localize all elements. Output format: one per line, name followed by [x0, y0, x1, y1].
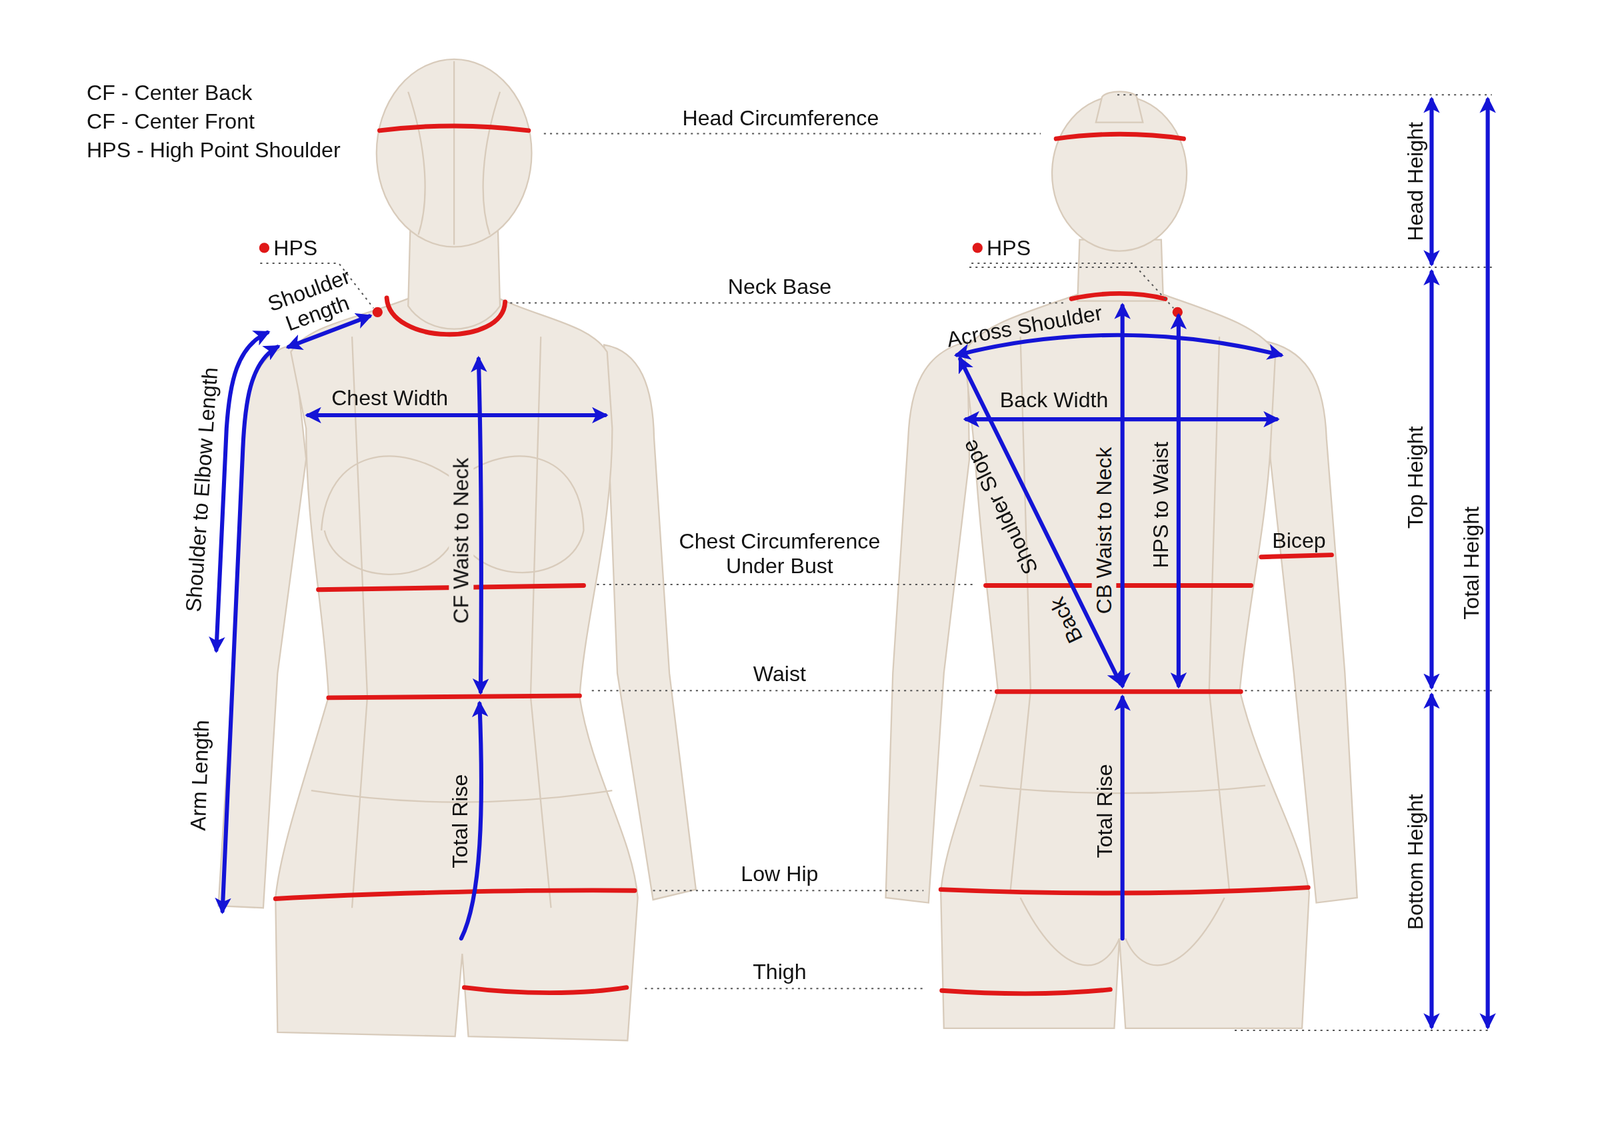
shoulder-slope-arrow [960, 359, 1120, 684]
neck-base-line [386, 298, 506, 335]
measurement-name: Back Width [1000, 388, 1109, 413]
leader [544, 133, 1041, 135]
front-torso [275, 298, 638, 1041]
thigh-line [464, 988, 626, 994]
hps-leader [971, 263, 1174, 308]
measurement-name: Thigh [752, 960, 806, 985]
measurement-name: Total Rise [1092, 764, 1118, 858]
back-rise-arrow [1120, 698, 1125, 939]
low-hip-line [275, 890, 635, 900]
measurement-name: CF Waist to Neck [448, 454, 474, 627]
back-torso [940, 294, 1310, 1029]
measurement-arrows [216, 100, 1488, 1027]
cb-waist-neck-arrow [1120, 306, 1125, 686]
bottom-height-arrow [1429, 696, 1434, 1027]
measurement-name: Top Height [1402, 426, 1428, 529]
head-height-arrow [1429, 100, 1434, 264]
measurement-name: Chest Circumference Under Bust [664, 529, 894, 579]
measurement-name: Total Rise [448, 774, 473, 869]
leader-lines [260, 94, 1492, 1031]
leader [596, 584, 974, 586]
hps-waist-arrow [1176, 316, 1181, 686]
hps-bullet [972, 242, 983, 253]
back-head-top [1096, 91, 1143, 122]
measurement-name: Bottom Height [1402, 794, 1428, 931]
bicep-line [1261, 555, 1332, 558]
total-height-arrow [1486, 100, 1490, 1027]
front-mannequin [218, 59, 696, 1041]
leader [969, 266, 1492, 268]
chest-width-arrow [308, 413, 605, 418]
arm-length-arrow [222, 346, 278, 911]
measurement-name: Chest Width [331, 385, 448, 410]
measurement-name: Total Height [1459, 506, 1484, 620]
measurement-name: Head Height [1402, 122, 1428, 242]
back-neck-line [1071, 293, 1166, 299]
leader [1244, 690, 1492, 692]
back-waist-line [996, 689, 1241, 694]
point-label: HPS [986, 235, 1031, 260]
back-mannequin [886, 91, 1358, 1028]
hps-dots [259, 242, 1183, 318]
leader [510, 302, 1066, 304]
leader [653, 890, 924, 892]
hps-bullet [259, 242, 270, 253]
measurement-name: CB Waist to Neck [1092, 444, 1117, 618]
hps-dot [372, 307, 383, 318]
top-height-arrow [1429, 272, 1434, 687]
measurement-name: Low Hip [740, 862, 818, 887]
back-left-arm [886, 342, 970, 904]
cf-waist-neck-arrow [478, 359, 482, 692]
measurement-name: Head Circumference [682, 106, 880, 131]
back-under-bust-line [986, 583, 1252, 588]
abbreviation-note: CF - Center Back [86, 80, 252, 106]
back-thigh-line [942, 990, 1111, 994]
measurement-name: Waist [753, 662, 806, 687]
point-label: HPS [273, 235, 318, 260]
measurement-name: Shoulder to Elbow Length [181, 366, 224, 614]
abbreviation-note: HPS - High Point Shoulder [86, 138, 341, 163]
measurement-name: Neck Base [728, 274, 832, 300]
circumference-lines [275, 126, 1332, 994]
back-head-line [1056, 134, 1184, 139]
leader [592, 690, 996, 692]
abbreviation-note: CF - Center Front [86, 109, 255, 134]
body-seam [311, 61, 613, 908]
leader [644, 988, 924, 990]
measurement-name: HPS to Waist [1148, 442, 1174, 569]
waist-line [328, 696, 580, 698]
leader [1117, 94, 1492, 96]
measurement-name: Arm Length [186, 720, 215, 832]
measurement-name: Bicep [1272, 528, 1326, 554]
leader [1234, 1030, 1492, 1032]
front-right-arm [604, 344, 696, 900]
head-circumference-line [379, 126, 528, 131]
